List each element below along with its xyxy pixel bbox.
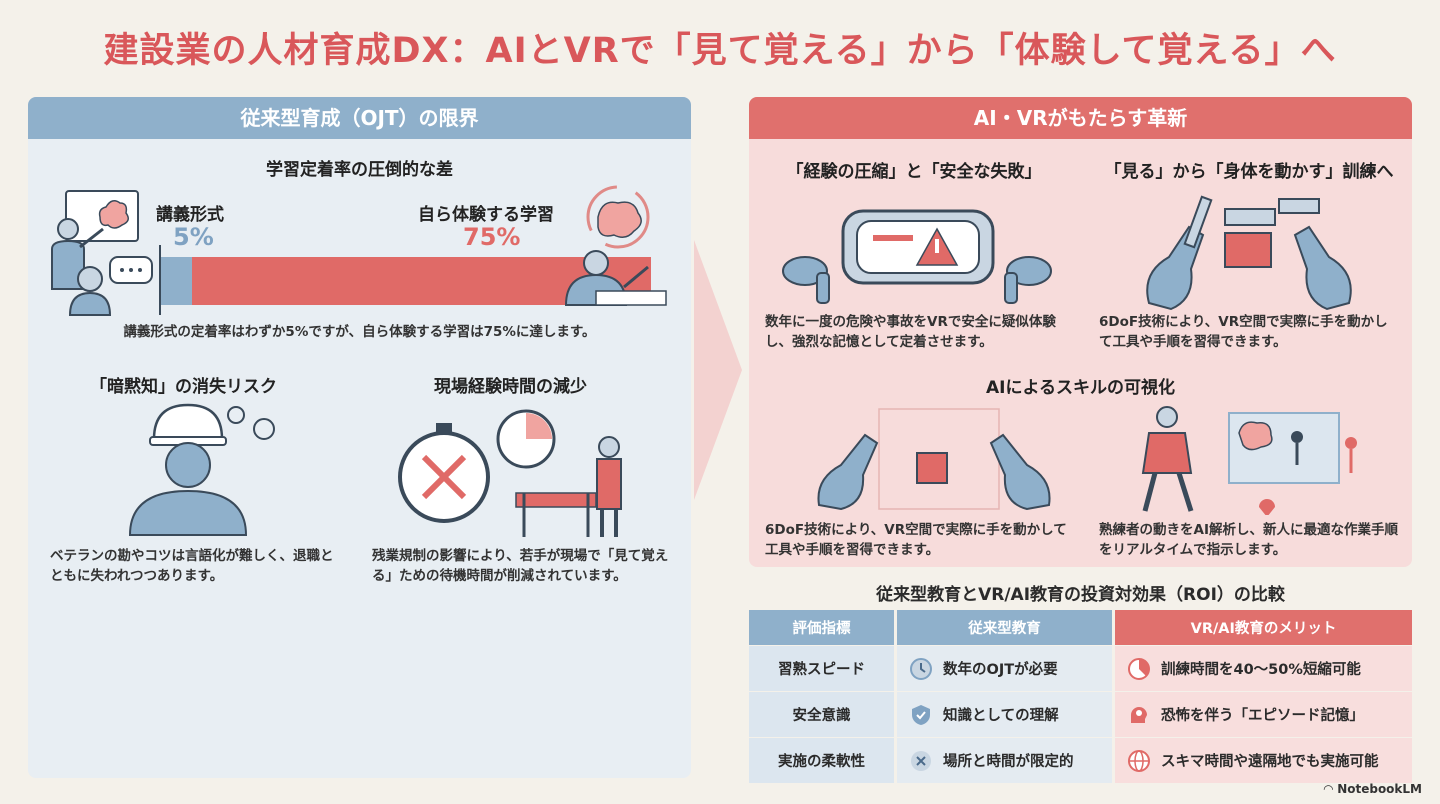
table-row: 習熟スピード 数年のOJTが必要 訓練時間を40〜50%短縮可能 [749,646,1412,691]
footer-text: NotebookLM [1337,782,1422,796]
page-title: 建設業の人材育成DX：AIとVRで「見て覚える」から「体験して覚える」へ [103,31,1337,71]
right-panel-header: AI・VRがもたらす革新 [749,97,1412,139]
roi-metric: 習熟スピード [749,646,894,691]
ai-analysis-worker-icon [1141,406,1357,515]
table-row: 安全意識 知識としての理解 恐怖を伴う「エピソード記憶」 [749,692,1412,737]
roi-table: 評価指標 従来型教育 VR/AI教育のメリット 習熟スピード 数年のOJTが必要… [749,610,1412,784]
roi-vr-cell: 訓練時間を40〜50%短縮可能 [1115,646,1412,691]
roi-vr-text: スキマ時間や遠隔地でも実施可能 [1161,754,1379,770]
transition-arrow-icon [694,240,742,500]
roi-header-row: 評価指標 従来型教育 VR/AI教育のメリット [749,610,1412,645]
roi-header-traditional: 従来型教育 [897,610,1112,645]
roi-header-metric: 評価指標 [749,610,894,645]
roi-metric: 実施の柔軟性 [749,738,894,783]
retention-heading: 学習定着率の圧倒的な差 [266,160,453,180]
globe-icon [1128,749,1150,772]
left-panel-ojt-limits: 従来型育成（OJT）の限界 学習定着率の圧倒的な差 講義形式 5% 自ら体験する… [28,97,691,778]
ai-right-text: 熟練者の動きをAI解析し、新人に最適な作業手順をリアルタイムで指示します。 [1099,522,1398,558]
clock-icon [910,657,932,680]
roi-traditional-text: 数年のOJTが必要 [943,662,1058,678]
roi-vr-cell: 恐怖を伴う「エピソード記憶」 [1115,692,1412,737]
student-speech-icon [68,256,153,316]
retention-caption: 講義形式の定着率はわずか5%ですが、自ら体験する学習は75%に達します。 [123,324,596,340]
roi-traditional-text: 場所と時間が限定的 [943,754,1074,770]
experience-percent: 75% [463,223,521,251]
tacit-heading: 「暗黙知」の消失リスク [90,377,277,397]
lecture-percent: 5% [173,223,214,251]
roi-traditional-cell: 知識としての理解 [897,692,1112,737]
shield-check-icon [912,704,930,725]
experience-label: 自ら体験する学習 [418,205,554,225]
roi-traditional-text: 知識としての理解 [943,708,1059,724]
roi-metric: 安全意識 [749,692,894,737]
vr-headset-icon [782,209,1052,304]
compress-heading: 「経験の圧縮」と「安全な失敗」 [786,162,1042,182]
bar-axis [159,245,161,315]
table-row: 実施の柔軟性 場所と時間が限定的 スキマ時間や遠隔地でも実施可能 [749,738,1412,783]
tools-hands-icon [1146,195,1352,311]
body-move-heading: 「見る」から「身体を動かす」訓練へ [1104,162,1394,182]
roi-vr-cell: スキマ時間や遠隔地でも実施可能 [1115,738,1412,783]
x-circle-icon [911,750,931,771]
roi-title: 従来型教育とVR/AI教育の投資対効果（ROI）の比較 [876,585,1285,605]
tacit-text: ベテランの勘やコツは言語化が難しく、退職とともに失われつつあります。 [50,548,334,584]
roi-vr-text: 恐怖を伴う「エピソード記憶」 [1161,708,1364,724]
ai-left-text: 6DoF技術により、VR空間で実際に手を動かして工具や手順を習得できます。 [765,522,1067,558]
time-heading: 現場経験時間の減少 [434,377,587,397]
stopwatch-barrier-icon [398,409,622,537]
pie-chart-icon [1128,657,1150,680]
learner-brain-icon [564,185,667,306]
lecture-bar-segment [161,257,192,305]
vr-cube-hands-icon [817,408,1051,511]
notebooklm-logo: ◠ NotebookLM [1324,782,1422,796]
brain-head-icon [1131,706,1147,723]
notebooklm-icon: ◠ [1323,782,1338,796]
right-panel-innovation: AI・VRがもたらす革新 「経験の圧縮」と「安全な失敗」 数年に一度の危険や事故… [749,97,1412,567]
veteran-worker-icon [128,403,275,536]
body-move-text: 6DoF技術により、VR空間で実際に手を動かして工具や手順を習得できます。 [1099,314,1388,350]
roi-traditional-cell: 数年のOJTが必要 [897,646,1112,691]
roi-header-vr: VR/AI教育のメリット [1115,610,1412,645]
roi-traditional-cell: 場所と時間が限定的 [897,738,1112,783]
lecture-label: 講義形式 [156,205,224,225]
compress-text: 数年に一度の危険や事故をVRで安全に疑似体験し、強烈な記憶として定着させます。 [765,314,1056,350]
time-text: 残業規制の影響により、若手が現場で「見て覚える」ための待機時間が削減されています… [372,548,669,584]
roi-vr-text: 訓練時間を40〜50%短縮可能 [1161,662,1361,678]
ai-heading: AIによるスキルの可視化 [986,378,1175,398]
left-panel-header: 従来型育成（OJT）の限界 [28,97,691,139]
lecture-teacher-icon [51,190,139,290]
